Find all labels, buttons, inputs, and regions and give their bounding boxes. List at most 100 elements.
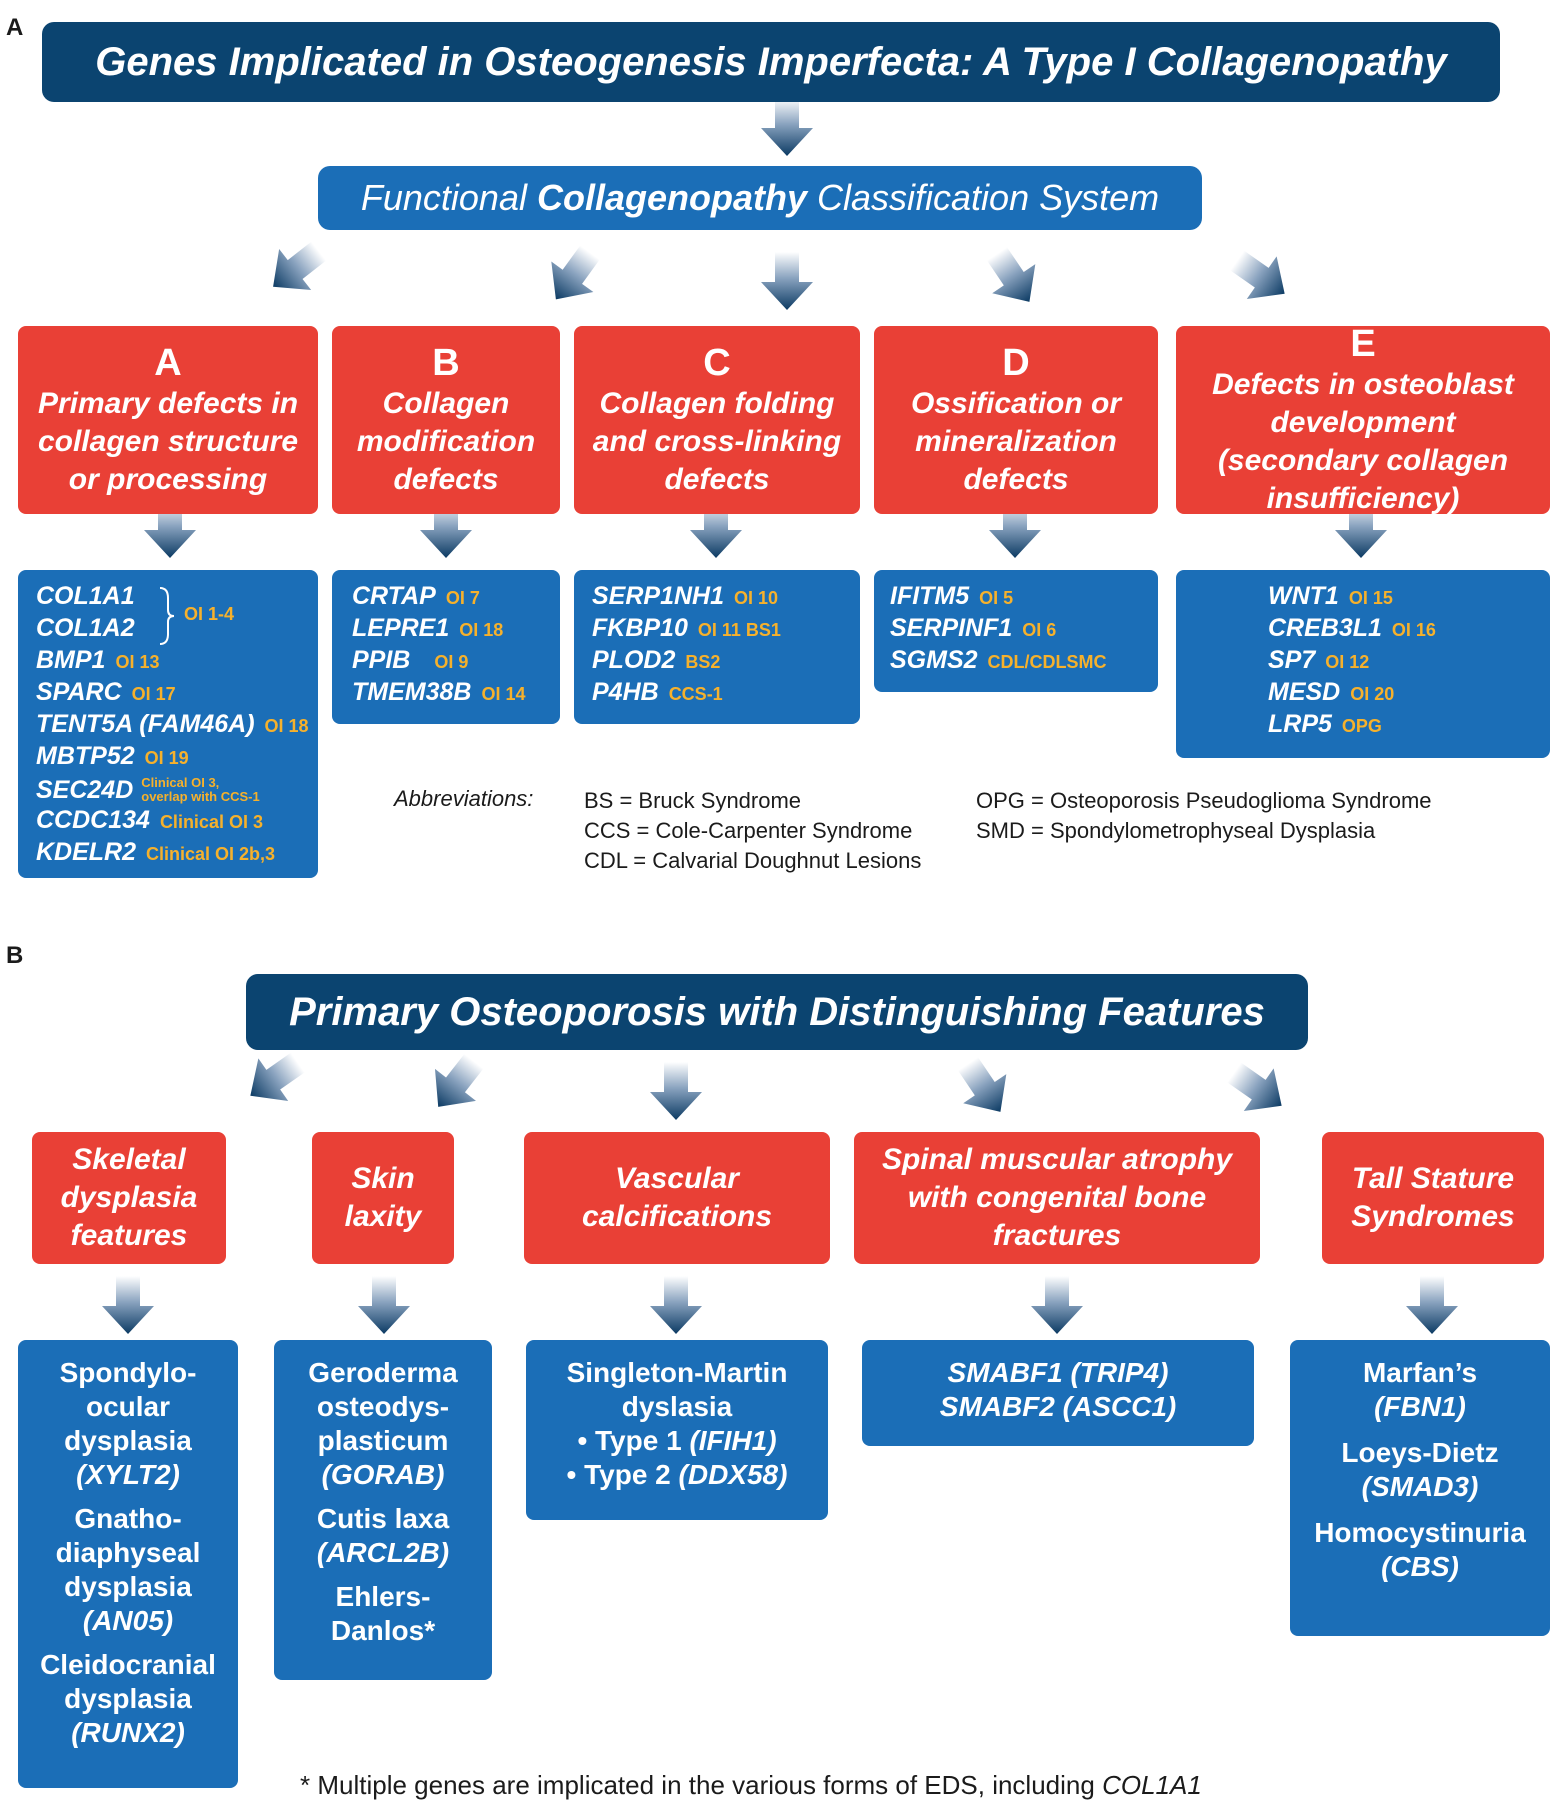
- abbreviation-item: CCS = Cole-Carpenter Syndrome: [584, 818, 913, 843]
- arrow-to-cat-b: [534, 237, 612, 315]
- condition-gene: (AN05): [82, 1605, 174, 1636]
- gene-row: IFITM5 OI 5: [890, 582, 1158, 614]
- gene-name: SEC24D: [36, 775, 134, 804]
- skin-box: Geroderma osteodys- plasticum (GORAB) Cu…: [274, 1340, 492, 1680]
- category-b-label: Collagen modification defects: [356, 387, 536, 496]
- type-gene: (IFIH1): [689, 1425, 777, 1456]
- category-e: E Defects in osteoblast development (sec…: [1176, 323, 1550, 515]
- abbreviation-item: OPG = Osteoporosis Pseudoglioma Syndrome: [976, 788, 1432, 813]
- gene-name: SERPINF1: [890, 614, 1013, 642]
- type-label: • Type 2: [566, 1459, 679, 1490]
- gene-name: MESD: [1268, 678, 1341, 706]
- category-e-label: Defects in osteoblast development (secon…: [1212, 368, 1514, 515]
- gene-note: Clinical OI 3: [159, 812, 263, 832]
- category-a-label: Primary defects in collagen structure or…: [37, 387, 299, 496]
- condition-gene: (SMAD3): [1361, 1471, 1479, 1502]
- gene-name: CCDC134: [36, 806, 150, 834]
- condition-name: Homocystinuria: [1314, 1517, 1526, 1548]
- category-c: C Collagen folding and cross-linking def…: [574, 326, 860, 514]
- arrow-to-cat-e: [1222, 239, 1300, 316]
- abbreviation-item: CDL = Calvarial Doughnut Lesions: [584, 848, 922, 873]
- category-vascular: Vascular calcifications: [524, 1132, 830, 1264]
- footnote: * Multiple genes are implicated in the v…: [300, 1770, 1202, 1801]
- condition-name: Spondylo- ocular dysplasia: [59, 1357, 197, 1456]
- condition-gene: (RUNX2): [71, 1717, 185, 1748]
- footnote-text: * Multiple genes are implicated in the v…: [300, 1770, 1103, 1800]
- gene-name: SERP1NH1: [592, 582, 724, 610]
- category-skin-label: Skin laxity: [344, 1162, 422, 1233]
- category-a: A Primary defects in collagen structure …: [18, 326, 318, 514]
- gene-note: BS2: [685, 652, 721, 672]
- category-d-label: Ossification or mineralization defects: [910, 387, 1122, 496]
- gene-row: COL1A1: [36, 582, 318, 614]
- subtitle-pre: Functional: [360, 177, 537, 218]
- condition-gene: (ARCL2B): [316, 1537, 450, 1568]
- category-c-label: Collagen folding and cross-linking defec…: [592, 387, 842, 496]
- condition-name: Cutis laxa: [316, 1503, 450, 1534]
- gene-name: WNT1: [1268, 582, 1339, 610]
- category-b-letter: B: [432, 342, 460, 384]
- category-skin: Skin laxity: [312, 1132, 454, 1264]
- gene-name: PLOD2: [592, 646, 676, 674]
- gene-note: OPG: [1341, 716, 1382, 736]
- gene-row: TENT5A (FAM46A)OI 18: [36, 710, 318, 742]
- arrow-to-cat-d: [975, 239, 1051, 317]
- gene-row: COL1A2: [36, 614, 318, 646]
- category-d-letter: D: [1002, 342, 1030, 384]
- gene-name: IFITM5: [890, 582, 970, 610]
- category-spinal-label: Spinal muscular atrophy with congenital …: [881, 1143, 1233, 1252]
- gene-row: SERP1NH1 OI 10: [592, 582, 860, 614]
- gene-name: LRP5: [1268, 710, 1332, 738]
- gene-row: PLOD2 BS2: [592, 646, 860, 678]
- condition-gene: (CBS): [1381, 1551, 1459, 1582]
- arrow-to-spinal: [946, 1049, 1022, 1127]
- gene-note: Clinical OI 3, overlap with CCS-1: [141, 775, 260, 804]
- footnote-gene: COL1A1: [1102, 1770, 1202, 1800]
- gene-note: OI 18: [459, 620, 504, 640]
- category-spinal: Spinal muscular atrophy with congenital …: [854, 1132, 1260, 1264]
- gene-name: CRTAP: [352, 582, 436, 610]
- type-row: • Type 1 (IFIH1): [526, 1424, 828, 1458]
- gene-name: P4HB: [592, 678, 659, 706]
- vascular-box: Singleton-Martin dyslasia • Type 1 (IFIH…: [526, 1340, 828, 1520]
- gene-name: SMABF1 (TRIP4): [947, 1357, 1169, 1388]
- panel-b-title: Primary Osteoporosis with Distinguishing…: [246, 974, 1308, 1050]
- gene-note: OI 5: [979, 588, 1014, 608]
- condition-name: Geroderma osteodys- plasticum: [308, 1357, 458, 1456]
- skeletal-box: Spondylo- ocular dysplasia (XYLT2) Gnath…: [18, 1340, 238, 1788]
- category-c-letter: C: [703, 342, 731, 384]
- gene-name: FKBP10: [592, 614, 688, 642]
- condition-name: Marfan’s: [1362, 1357, 1478, 1388]
- gene-name: SPARC: [36, 678, 122, 706]
- arrow-to-skin: [417, 1045, 495, 1123]
- gene-name: SP7: [1268, 646, 1316, 674]
- category-skeletal: Skeletal dysplasia features: [32, 1132, 226, 1264]
- panel-letter-b: B: [6, 942, 24, 969]
- bracket-note: OI 1-4: [184, 604, 235, 624]
- condition-name: Cleidocranial dysplasia: [40, 1649, 216, 1714]
- arrow-skeletal-box: [102, 1276, 154, 1334]
- gene-name: SMABF2 (ASCC1): [939, 1391, 1177, 1422]
- category-tall-label: Tall Stature Syndromes: [1351, 1162, 1515, 1233]
- gene-name: SGMS2: [890, 646, 978, 674]
- gene-note: OI 17: [131, 684, 176, 704]
- gene-note: OI 10: [734, 588, 779, 608]
- category-skeletal-label: Skeletal dysplasia features: [60, 1143, 198, 1252]
- gene-note: OI 9: [434, 652, 469, 672]
- arrow-skin-box: [358, 1276, 410, 1334]
